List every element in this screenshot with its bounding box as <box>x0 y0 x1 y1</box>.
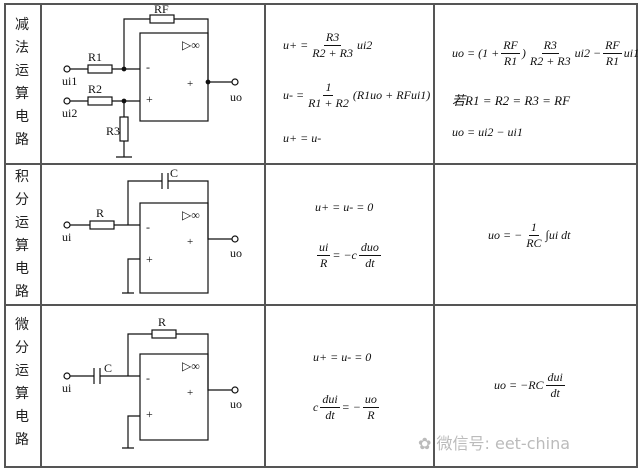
result-condition: 若R1 = R2 = R3 = RF <box>452 93 571 108</box>
col-divider <box>40 3 42 468</box>
equation-virtual-ground: u+ = u- = 0 <box>313 350 372 364</box>
svg-text:ui2: ui2 <box>62 106 77 120</box>
equation-virtual-ground: u+ = u- = 0 <box>315 200 374 214</box>
svg-text:+: + <box>146 92 153 106</box>
svg-text:R: R <box>96 206 104 220</box>
svg-text:ui: ui <box>62 230 72 244</box>
svg-text:▷∞: ▷∞ <box>182 359 200 373</box>
svg-text:R1: R1 <box>88 50 102 64</box>
svg-text:ui: ui <box>62 381 72 395</box>
svg-text:uo: uo <box>230 397 242 411</box>
row-divider <box>4 304 638 306</box>
svg-text:C: C <box>104 361 112 375</box>
subtractor-circuit: ▷∞ - + + RF R1 ui1 R2 ui2 R3 uo <box>62 5 242 158</box>
resistor-r <box>151 329 177 339</box>
svg-text:uo: uo <box>230 90 242 104</box>
integrator-circuit: ▷∞ - + + C R ui uo <box>62 166 242 294</box>
col-divider <box>433 3 435 468</box>
col-divider <box>264 3 266 468</box>
row-divider <box>4 163 638 165</box>
table-border <box>4 466 638 468</box>
op-amp-box <box>139 202 209 294</box>
svg-text:ui1: ui1 <box>62 74 77 88</box>
svg-text:R2: R2 <box>88 82 102 96</box>
svg-text:RF: RF <box>154 5 169 16</box>
svg-text:-: - <box>146 220 150 234</box>
op-amp-box <box>139 353 209 441</box>
svg-text:+: + <box>146 407 153 421</box>
watermark: ✿ 微信号: eet-china <box>418 434 571 453</box>
svg-text:uo: uo <box>230 246 242 260</box>
table-border <box>4 3 638 5</box>
row-label-differentiator: 微分运算电路 <box>15 317 29 448</box>
svg-text:R: R <box>158 315 166 329</box>
svg-text:▷∞: ▷∞ <box>182 208 200 222</box>
svg-text:▷∞: ▷∞ <box>182 38 200 52</box>
svg-text:+: + <box>187 236 193 248</box>
resistor-r <box>89 220 115 230</box>
row-label-subtractor: 减法运算电路 <box>15 17 29 148</box>
resistor-r2 <box>87 96 113 106</box>
resistor-rf <box>149 14 175 24</box>
svg-text:C: C <box>170 166 178 180</box>
svg-text:R3: R3 <box>106 124 120 138</box>
svg-text:-: - <box>146 60 150 74</box>
equation-virtual-short: u+ = u- <box>283 131 322 145</box>
table-border <box>4 3 6 468</box>
svg-text:-: - <box>146 371 150 385</box>
resistor-r3 <box>119 116 129 142</box>
svg-text:+: + <box>187 387 193 399</box>
differentiator-circuit: ▷∞ - + + R C ui uo <box>62 315 242 449</box>
table-border <box>636 3 638 468</box>
resistor-r1 <box>87 64 113 74</box>
row-label-integrator: 积分运算电路 <box>15 169 29 300</box>
svg-text:+: + <box>146 252 153 266</box>
result-subtractor-simplified: uo = ui2 − ui1 <box>452 125 523 139</box>
svg-text:+: + <box>187 78 193 90</box>
